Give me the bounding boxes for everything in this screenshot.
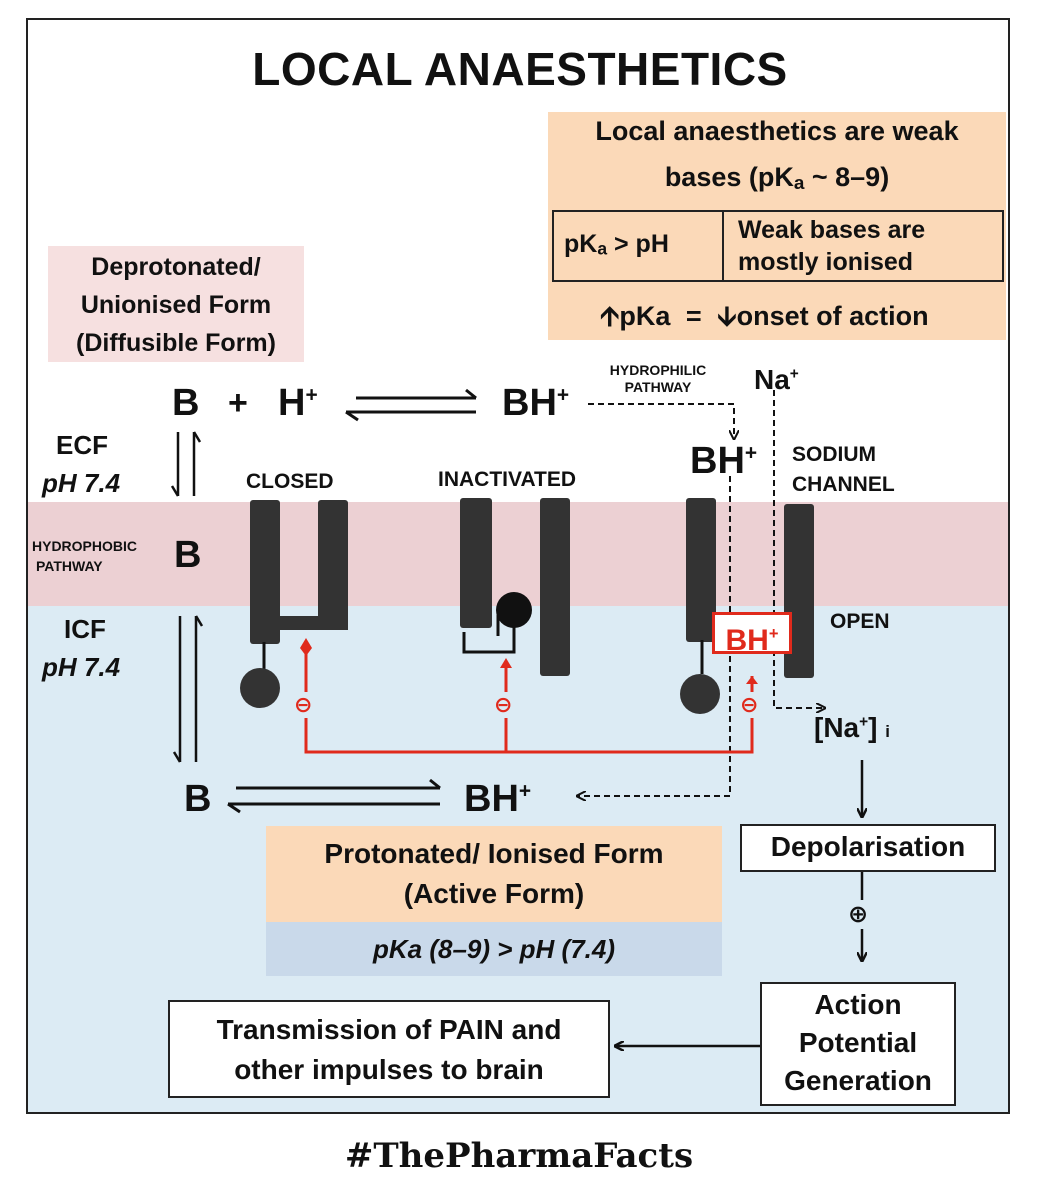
closed-state-label: CLOSED	[246, 470, 334, 493]
icf-ph: pH 7.4	[42, 652, 121, 682]
footer-hashtag: #ThePharmaFacts	[344, 1136, 694, 1176]
protonated-form-box: Protonated/ Ionised Form (Active Form)	[266, 826, 722, 922]
sodium-ion-extracellular: Na+	[754, 364, 799, 395]
pka-condition-box: pKa (8–9) > pH (7.4)	[266, 922, 722, 976]
pka-gt-ph-cell: pKa > pH	[564, 230, 669, 259]
bh-return-path	[578, 476, 731, 796]
inactivated-channel	[460, 498, 570, 676]
pka-table: pKa > pH Weak bases are mostly ionised	[552, 210, 1004, 282]
bh-bound-in-channel: BH+	[712, 612, 792, 657]
open-state-label: OPEN	[830, 610, 890, 633]
weak-bases-cell: Weak bases are mostly ionised	[738, 216, 926, 276]
sodium-intracellular: [Na+] i	[814, 712, 890, 743]
icf-vertical-arrows	[172, 615, 204, 763]
action-potential-box: Action Potential Generation	[760, 982, 956, 1106]
hydrophilic-path-arrow	[588, 403, 734, 438]
ecf-ph: pH 7.4	[42, 468, 121, 498]
inactivated-state-label: INACTIVATED	[438, 468, 577, 491]
diagram-frame: LOCAL ANAESTHETICS Local anaesthetics ar…	[26, 18, 1010, 1114]
hydrophilic-pathway-label: HYDROPHILIC PATHWAY	[609, 362, 707, 395]
down-arrow-icon: 🡫	[717, 301, 737, 331]
depolarisation-box: Depolarisation	[740, 824, 996, 872]
info-line-1: Local anaesthetics are weak	[595, 116, 959, 146]
table-divider	[722, 212, 724, 280]
equation-plus: +	[228, 384, 248, 422]
equilibrium-arrows-top	[345, 388, 477, 422]
equation-conjugate-bottom: BH+	[464, 778, 532, 820]
ecf-label: ECF	[56, 430, 108, 460]
inhibit-inactivated-icon: ⊖	[494, 692, 513, 718]
page-title: LOCAL ANAESTHETICS	[252, 43, 788, 95]
inhibit-closed-icon: ⊖	[294, 692, 313, 718]
icf-label: ICF	[64, 614, 106, 644]
hydrophobic-pathway-label: HYDROPHOBIC PATHWAY	[32, 538, 138, 574]
info-line-2: bases (pKa ~ 8–9)	[664, 162, 890, 194]
cell-membrane	[28, 502, 1008, 606]
deprotonated-form-box: Deprotonated/ Unionised Form (Diffusible…	[48, 246, 304, 362]
sodium-channel-label: SODIUM CHANNEL	[792, 443, 895, 496]
bh-channel-mouth: BH+	[690, 440, 758, 482]
positive-effect-icon: ⊕	[848, 900, 869, 929]
up-arrow-icon: 🡩	[600, 301, 620, 331]
equation-base-top: B	[172, 382, 200, 424]
channel-diagram	[170, 388, 1010, 1114]
pka-info-box: Local anaesthetics are weak bases (pKa ~…	[548, 112, 1006, 340]
open-channel	[680, 498, 814, 714]
equation-base-bottom: B	[184, 778, 212, 820]
closed-channel	[240, 500, 348, 708]
pain-transmission-box: Transmission of PAIN and other impulses …	[168, 1000, 610, 1098]
onset-line: 🡩pKa = 🡫onset of action	[600, 301, 929, 331]
ecf-vertical-arrows	[170, 431, 202, 497]
inhibit-open-icon: ⊖	[740, 692, 759, 718]
equation-conjugate-top: BH+	[502, 382, 570, 424]
equilibrium-arrows-bottom	[227, 778, 441, 814]
membrane-base: B	[174, 534, 202, 576]
sodium-influx-path	[773, 390, 824, 708]
equation-proton: H+	[278, 382, 318, 424]
